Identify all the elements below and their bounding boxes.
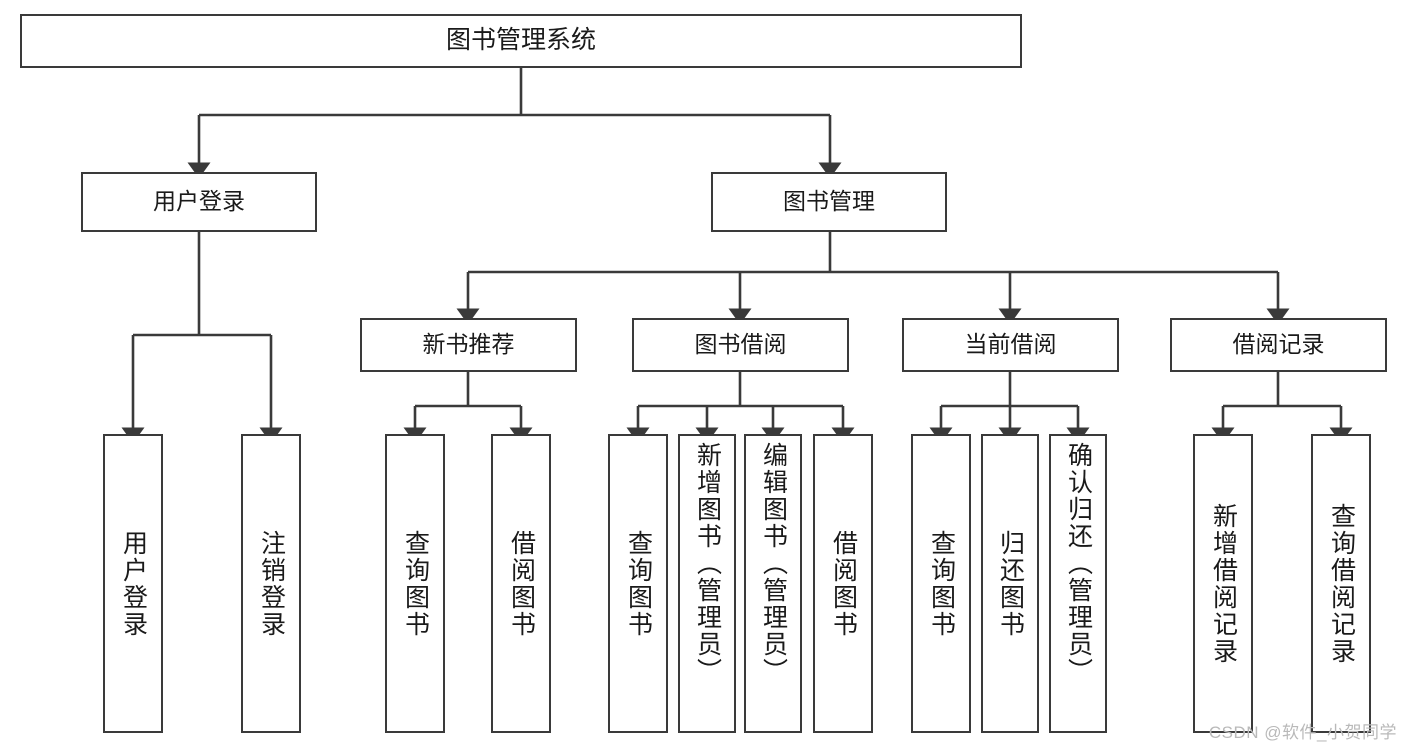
node-book-management[interactable]: 图书管理 (711, 172, 947, 232)
node-user-login[interactable]: 用户登录 (81, 172, 317, 232)
node-leaf-query-book-3[interactable]: 查询图书 (911, 434, 971, 733)
node-root-book-management-system[interactable]: 图书管理系统 (20, 14, 1022, 68)
node-leaf-borrow-book-2[interactable]: 借阅图书 (813, 434, 873, 733)
node-label: 查询图书 (624, 529, 653, 638)
node-current-borrow[interactable]: 当前借阅 (902, 318, 1119, 372)
node-label: 图书借阅 (694, 331, 787, 358)
node-leaf-add-book[interactable]: 新增图书（管理员） (678, 434, 736, 733)
node-label: 图书管理 (783, 188, 875, 215)
node-label: 用户登录 (153, 188, 245, 215)
node-label: 确认归还（管理员） (1064, 442, 1093, 685)
node-label: 新增借阅记录 (1209, 502, 1238, 665)
node-label: 注销登录 (257, 529, 286, 638)
node-leaf-borrow-book-1[interactable]: 借阅图书 (491, 434, 551, 733)
node-label: 查询借阅记录 (1327, 502, 1356, 665)
node-leaf-return-book[interactable]: 归还图书 (981, 434, 1039, 733)
node-leaf-user-login[interactable]: 用户登录 (103, 434, 163, 733)
node-leaf-confirm-return[interactable]: 确认归还（管理员） (1049, 434, 1107, 733)
node-label: 借阅图书 (507, 529, 536, 638)
node-leaf-edit-book[interactable]: 编辑图书（管理员） (744, 434, 802, 733)
node-label: 归还图书 (996, 529, 1025, 638)
node-leaf-add-record[interactable]: 新增借阅记录 (1193, 434, 1253, 733)
node-label: 编辑图书（管理员） (759, 442, 788, 685)
node-label: 查询图书 (927, 529, 956, 638)
node-label: 借阅图书 (829, 529, 858, 638)
node-leaf-logout[interactable]: 注销登录 (241, 434, 301, 733)
node-borrow-record[interactable]: 借阅记录 (1170, 318, 1387, 372)
node-label: 查询图书 (401, 529, 430, 638)
node-label: 当前借阅 (964, 331, 1057, 358)
watermark-text: CSDN @软件_小贺同学 (1208, 723, 1397, 742)
node-leaf-query-record[interactable]: 查询借阅记录 (1311, 434, 1371, 733)
node-label: 用户登录 (119, 529, 148, 638)
node-label: 图书管理系统 (445, 26, 596, 55)
node-leaf-query-book-1[interactable]: 查询图书 (385, 434, 445, 733)
node-label: 借阅记录 (1232, 331, 1325, 358)
node-new-book-recommend[interactable]: 新书推荐 (360, 318, 577, 372)
node-label: 新增图书（管理员） (693, 442, 722, 685)
node-label: 新书推荐 (422, 331, 515, 358)
node-book-borrow[interactable]: 图书借阅 (632, 318, 849, 372)
node-leaf-query-book-2[interactable]: 查询图书 (608, 434, 668, 733)
